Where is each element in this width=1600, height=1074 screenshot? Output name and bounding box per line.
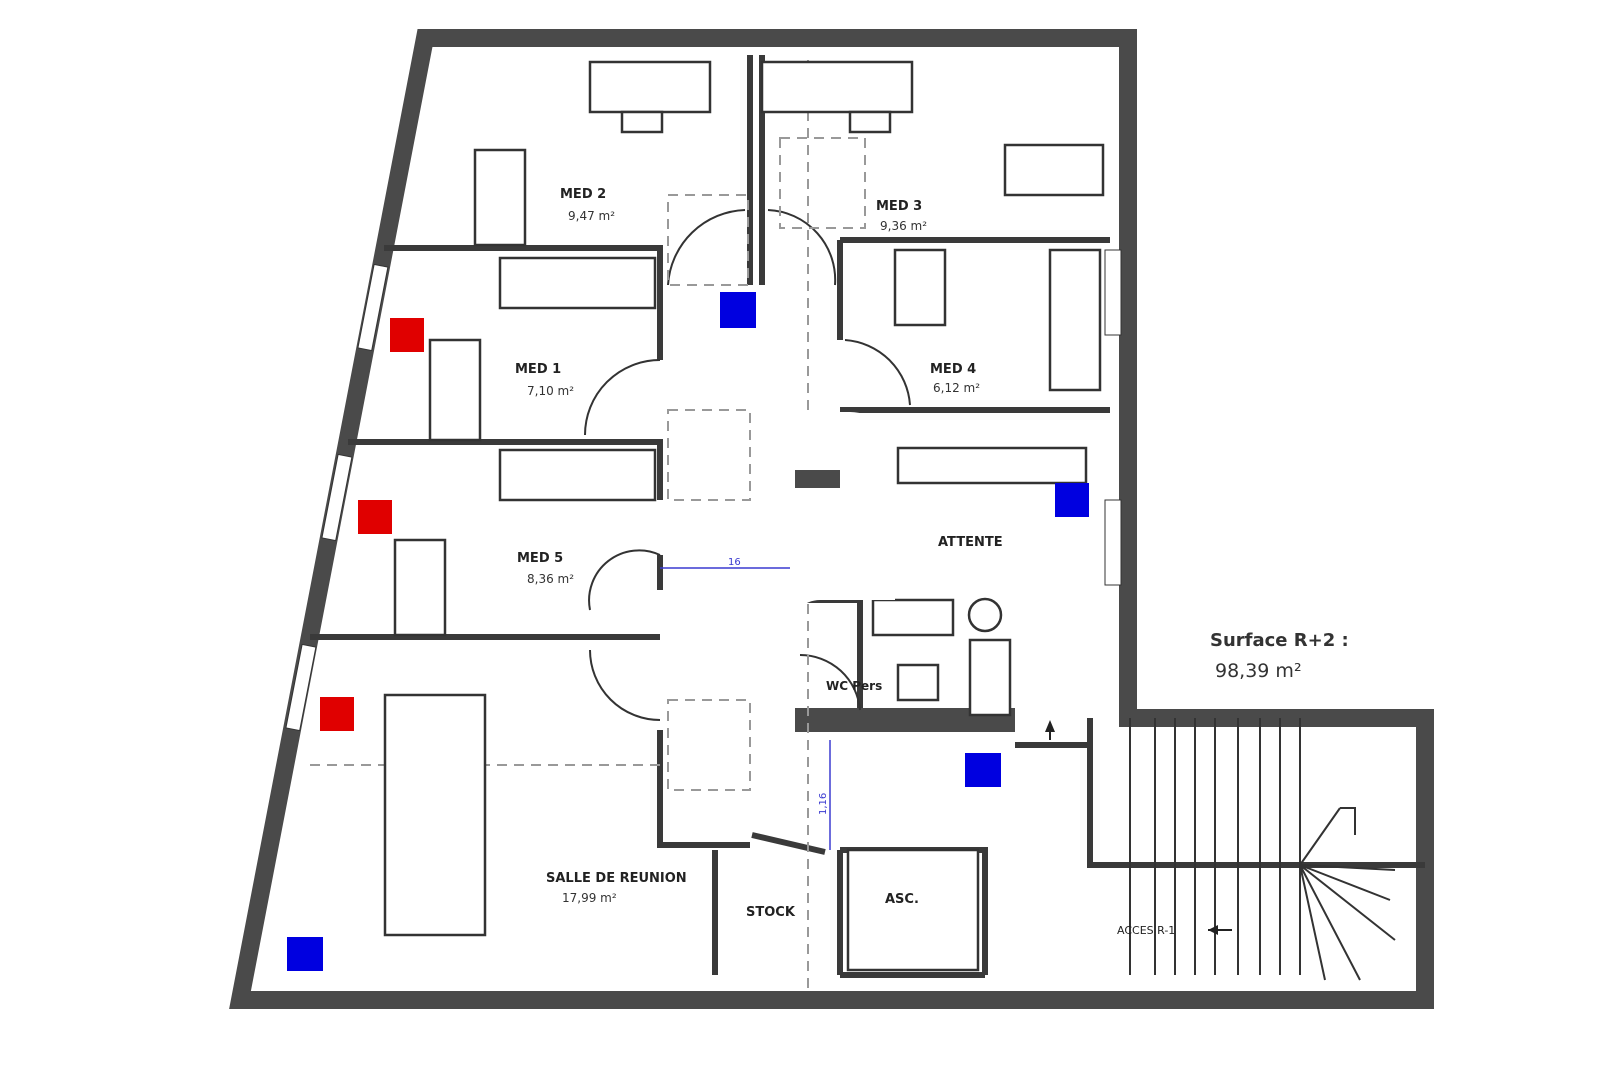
dimension-lines	[660, 567, 831, 850]
room-label-med1: MED 1	[515, 362, 561, 377]
staircase	[1045, 718, 1396, 981]
room-label-asc: ASC.	[885, 892, 919, 907]
room-label-med2: MED 2	[560, 187, 606, 202]
wall-fragment	[795, 470, 840, 488]
exterior-wall	[229, 29, 1434, 1009]
dimension-vertical: 1,16	[818, 793, 829, 815]
surface-value: 98,39 m²	[1215, 660, 1302, 682]
room-area-med3: 9,36 m²	[880, 219, 927, 233]
blue-marker	[287, 937, 323, 971]
door-swings	[584, 209, 911, 721]
markers	[287, 292, 1089, 971]
windows	[285, 249, 1122, 732]
blue-marker	[965, 753, 1001, 787]
room-area-med4: 6,12 m²	[933, 381, 980, 395]
surface-label: Surface R+2 :	[1210, 630, 1349, 651]
blue-marker	[1055, 483, 1089, 517]
red-marker	[390, 318, 424, 352]
blue-marker	[720, 292, 756, 328]
furniture	[383, 60, 1105, 972]
redaction-shape	[790, 412, 895, 630]
room-label-attente: ATTENTE	[938, 535, 1003, 550]
room-label-stock: STOCK	[746, 905, 796, 920]
red-marker	[358, 500, 392, 534]
room-area-med1: 7,10 m²	[527, 384, 574, 398]
room-label-med3: MED 3	[876, 199, 922, 214]
room-label-wc: WC Pers	[826, 679, 882, 693]
room-label-med4: MED 4	[930, 362, 976, 377]
room-area-med5: 8,36 m²	[527, 572, 574, 586]
room-area-med2: 9,47 m²	[568, 209, 615, 223]
room-area-salle: 17,99 m²	[562, 891, 617, 905]
room-label-med5: MED 5	[517, 551, 563, 566]
dimension-horizontal: 16	[728, 557, 741, 568]
red-marker	[320, 697, 354, 731]
room-label-salle: SALLE DE REUNION	[546, 871, 687, 886]
label-acces: ACCES R-1	[1117, 924, 1175, 937]
